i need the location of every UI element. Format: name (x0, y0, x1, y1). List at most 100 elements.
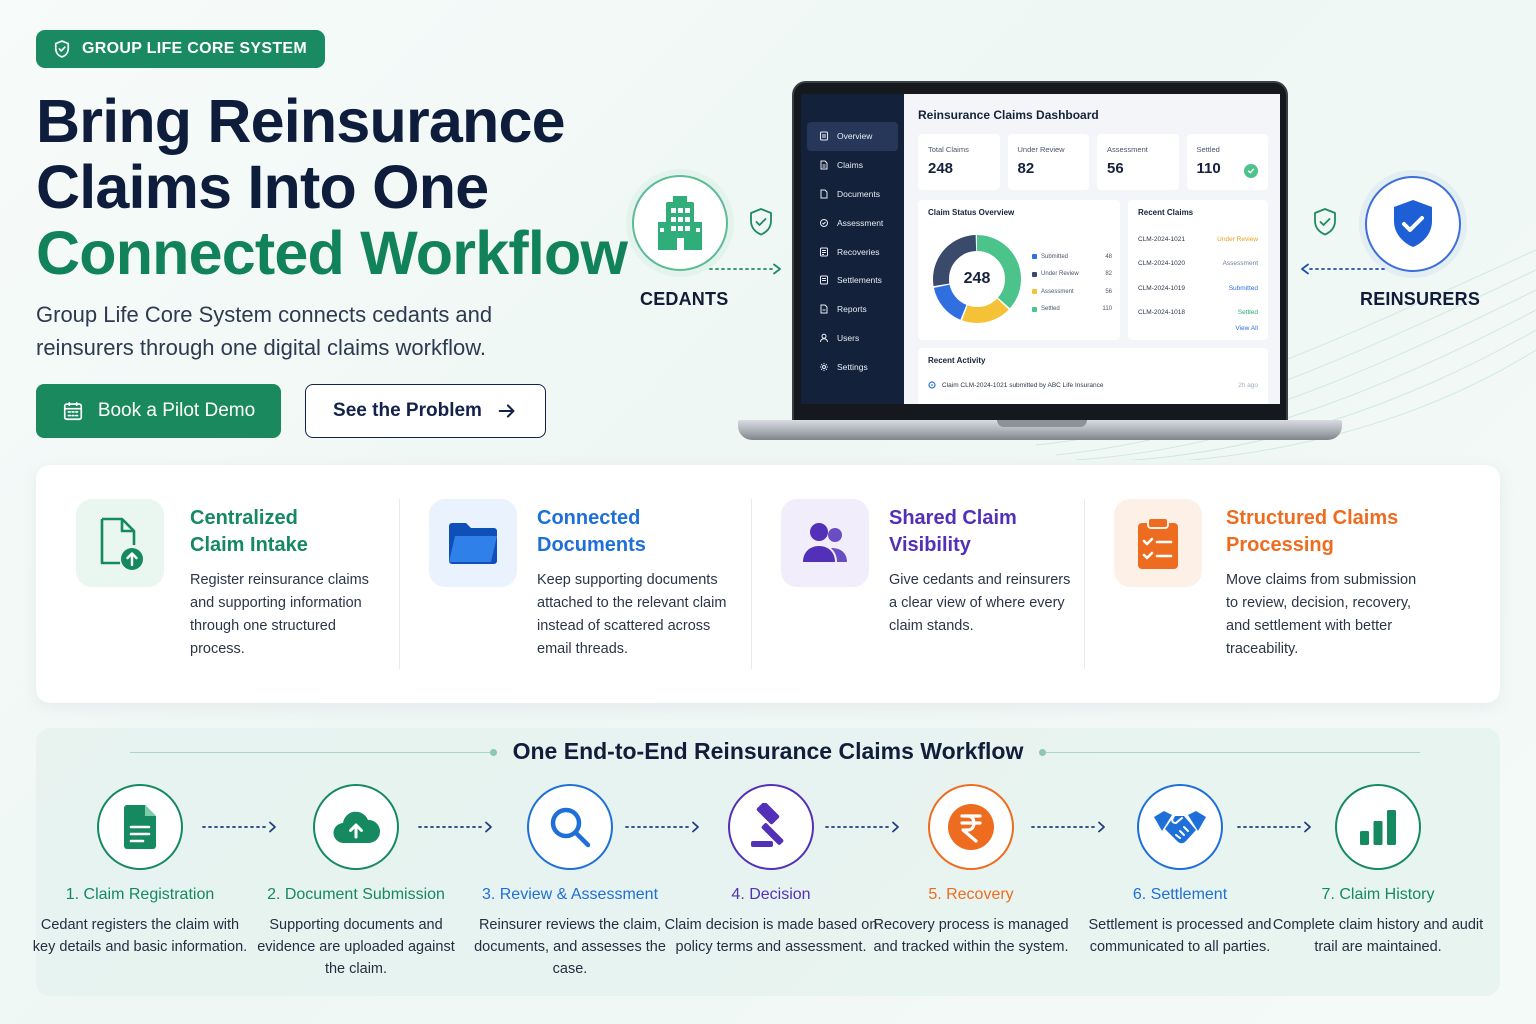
claim-status: Settled (1237, 309, 1258, 317)
nav-documents[interactable]: Documents (807, 180, 898, 209)
feature-title-line: Processing (1226, 534, 1334, 556)
step-description: Reinsurer reviews the claim, documents, … (474, 917, 666, 977)
reinsurers-node (1365, 176, 1461, 272)
stat-label: Settled (1196, 145, 1220, 154)
headline-line-1: Bring Reinsurance (36, 87, 566, 155)
legend-assessment: Assessment 56 (1032, 283, 1112, 301)
laptop-base (738, 420, 1342, 440)
settings-icon (820, 362, 828, 371)
building-icon (658, 196, 702, 250)
nav-recoveries[interactable]: Recoveries (807, 237, 898, 266)
step-description: Complete claim history and audit trail a… (1272, 917, 1484, 955)
donut-total: 248 (963, 270, 991, 287)
calendar-icon (63, 402, 82, 421)
nav-settings[interactable]: Settings (807, 352, 898, 381)
nav-users[interactable]: Users (807, 324, 898, 353)
nav-documents-label: Documents (837, 188, 880, 199)
badge-label: GROUP LIFE CORE SYSTEM (82, 40, 307, 57)
stat-value: 110 (1196, 160, 1221, 177)
step-description: Cedant registers the claim with key deta… (32, 917, 248, 955)
nav-overview[interactable]: Overview (807, 122, 898, 151)
nav-reports[interactable]: Reports (807, 295, 898, 324)
legend-value: 82 (1105, 271, 1112, 278)
assessment-icon (820, 218, 828, 227)
donut-segment (933, 235, 1021, 323)
cedants-node (632, 175, 728, 271)
claim-id: CLM-2024-1020 (1138, 260, 1185, 268)
see-problem-button[interactable]: See the Problem (305, 384, 546, 438)
legend-swatch (1032, 271, 1037, 277)
stat-label: Total Claims (928, 145, 969, 154)
feature-description: Give cedants and reinsurers a clear view… (889, 572, 1071, 634)
feature-title-line: Shared Claim (889, 507, 1017, 529)
donut-segment (933, 235, 1021, 323)
nav-claims[interactable]: Claims (807, 151, 898, 180)
step-arrow-icon (202, 821, 276, 833)
claim-status: Assessment (1222, 260, 1258, 268)
divider (1084, 499, 1085, 669)
folder-icon (429, 499, 517, 587)
magnifier-icon (527, 784, 613, 870)
arrow-right-icon (498, 404, 515, 418)
users-group-icon (781, 499, 869, 587)
feature-title-line: Centralized (190, 507, 298, 529)
nav-settlements[interactable]: Settlements (807, 266, 898, 295)
step-title: 5. Recovery (928, 886, 1014, 903)
feature-title-line: Visibility (889, 534, 971, 556)
title-rule-left (130, 752, 490, 753)
activity-item[interactable]: Claim CLM-2024-1021 submitted by ABC Lif… (928, 381, 1258, 389)
recoveries-icon (820, 247, 828, 257)
legend-value: 110 (1102, 306, 1112, 313)
nav-assessment[interactable]: Assessment (807, 208, 898, 237)
divider (751, 499, 752, 669)
table-row[interactable]: CLM-2024-1020 Assessment (1138, 252, 1258, 277)
feature-title-line: Claim Intake (190, 534, 308, 556)
stat-value: 248 (928, 160, 954, 177)
bar-chart-icon (1335, 784, 1421, 870)
cedants-shield-icon (750, 208, 772, 236)
rupee-icon (928, 784, 1014, 870)
stat-value: 82 (1017, 160, 1035, 177)
activity-dot-icon (928, 381, 936, 389)
claim-status: Submitted (1228, 284, 1258, 292)
laptop-notch (997, 420, 1087, 427)
dashboard-sidebar: Overview Claims Documents Assessment Rec… (801, 94, 904, 404)
nav-settlements-label: Settlements (837, 275, 882, 286)
status-donut-chart (933, 235, 1021, 323)
view-all-link[interactable]: View All (1235, 325, 1258, 332)
status-panel-title: Claim Status Overview (928, 208, 1015, 217)
feature-title-line: Structured Claims (1226, 507, 1399, 529)
title-rule-dot (490, 749, 497, 756)
nav-reports-label: Reports (837, 304, 867, 315)
donut-segment (933, 235, 1021, 323)
step-description: Recovery process is managed and tracked … (873, 917, 1069, 955)
cedants-label: CEDANTS (640, 289, 729, 309)
product-badge: GROUP LIFE CORE SYSTEM (36, 30, 325, 68)
nav-assessment-label: Assessment (837, 217, 884, 228)
legend-label: Assessment (1041, 288, 1074, 295)
activity-text: Claim CLM-2024-1021 submitted by ABC Lif… (942, 381, 1104, 389)
book-demo-button[interactable]: Book a Pilot Demo (36, 384, 281, 438)
reinsurers-shield-icon (1314, 208, 1336, 236)
legend-label: Submitted (1041, 253, 1069, 260)
shield-check-icon (1394, 200, 1432, 247)
legend-value: 56 (1105, 288, 1112, 295)
dashboard-screen: Overview Claims Documents Assessment Rec… (801, 94, 1280, 404)
step-title: 3. Review & Assessment (481, 886, 659, 903)
shield-check-icon (54, 40, 70, 58)
see-problem-label: See the Problem (333, 400, 482, 421)
settlements-icon (820, 275, 828, 285)
